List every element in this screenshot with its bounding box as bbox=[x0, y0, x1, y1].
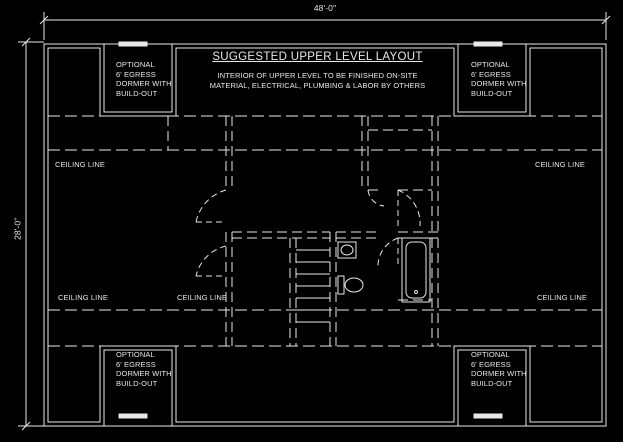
dormer-note-line: 6' EGRESS bbox=[116, 359, 156, 369]
ceiling-line-label-bottom-right: CEILING LINE bbox=[537, 293, 587, 302]
ceiling-lines bbox=[48, 115, 602, 347]
dormer-outlines bbox=[103, 41, 527, 427]
dormer-note-line: OPTIONAL bbox=[116, 60, 155, 69]
dormer-note-line: DORMER WITH bbox=[471, 369, 527, 378]
ceiling-line-label-top-right: CEILING LINE bbox=[535, 160, 585, 169]
door-swings bbox=[195, 189, 421, 277]
toilet bbox=[337, 275, 364, 295]
ceiling-line-label-bottom-left: CEILING LINE bbox=[58, 293, 108, 302]
dormer-note-line: OPTIONAL bbox=[116, 350, 155, 359]
layout-title: SUGGESTED UPPER LEVEL LAYOUT bbox=[212, 51, 423, 63]
dormer-note-line: BUILD-OUT bbox=[471, 378, 513, 388]
dormer-note-line: 6' EGRESS bbox=[471, 359, 511, 369]
ceiling-line-label-bottom-center: CEILING LINE bbox=[177, 293, 227, 302]
dormer-note-line: OPTIONAL bbox=[471, 350, 510, 359]
layout-note-line-1: INTERIOR OF UPPER LEVEL TO BE FINISHED O… bbox=[217, 71, 418, 80]
dormer-note-line: BUILD-OUT bbox=[116, 378, 158, 388]
dormer-note-line: BUILD-OUT bbox=[471, 88, 513, 98]
dormer-note-line: DORMER WITH bbox=[116, 369, 172, 378]
dormer-note-top-left: OPTIONAL 6' EGRESS DORMER WITH BUILD-OUT bbox=[116, 60, 172, 98]
dormer-note-line: 6' EGRESS bbox=[116, 69, 156, 79]
dormer-note-top-right: OPTIONAL 6' EGRESS DORMER WITH BUILD-OUT bbox=[471, 60, 527, 98]
dormer-note-bottom-right: OPTIONAL 6' EGRESS DORMER WITH BUILD-OUT bbox=[471, 350, 527, 388]
dormer-note-line: BUILD-OUT bbox=[116, 88, 158, 98]
dormer-note-line: OPTIONAL bbox=[471, 60, 510, 69]
dormer-note-bottom-left: OPTIONAL 6' EGRESS DORMER WITH BUILD-OUT bbox=[116, 350, 172, 388]
width-dimension-line bbox=[39, 12, 611, 40]
dormer-note-line: DORMER WITH bbox=[471, 79, 527, 88]
width-dimension-label: 48'-0" bbox=[313, 3, 337, 13]
bathtub bbox=[401, 237, 431, 303]
ceiling-line-label-top-left: CEILING LINE bbox=[55, 160, 105, 169]
dormer-note-line: DORMER WITH bbox=[116, 79, 172, 88]
depth-dimension-label: 28'-0" bbox=[12, 217, 23, 240]
layout-note-line-2: MATERIAL, ELECTRICAL, PLUMBING & LABOR B… bbox=[209, 81, 426, 90]
sink bbox=[337, 241, 357, 259]
dormer-note-line: 6' EGRESS bbox=[471, 69, 511, 79]
stair-treads bbox=[296, 249, 330, 323]
depth-dimension-line bbox=[18, 37, 44, 431]
